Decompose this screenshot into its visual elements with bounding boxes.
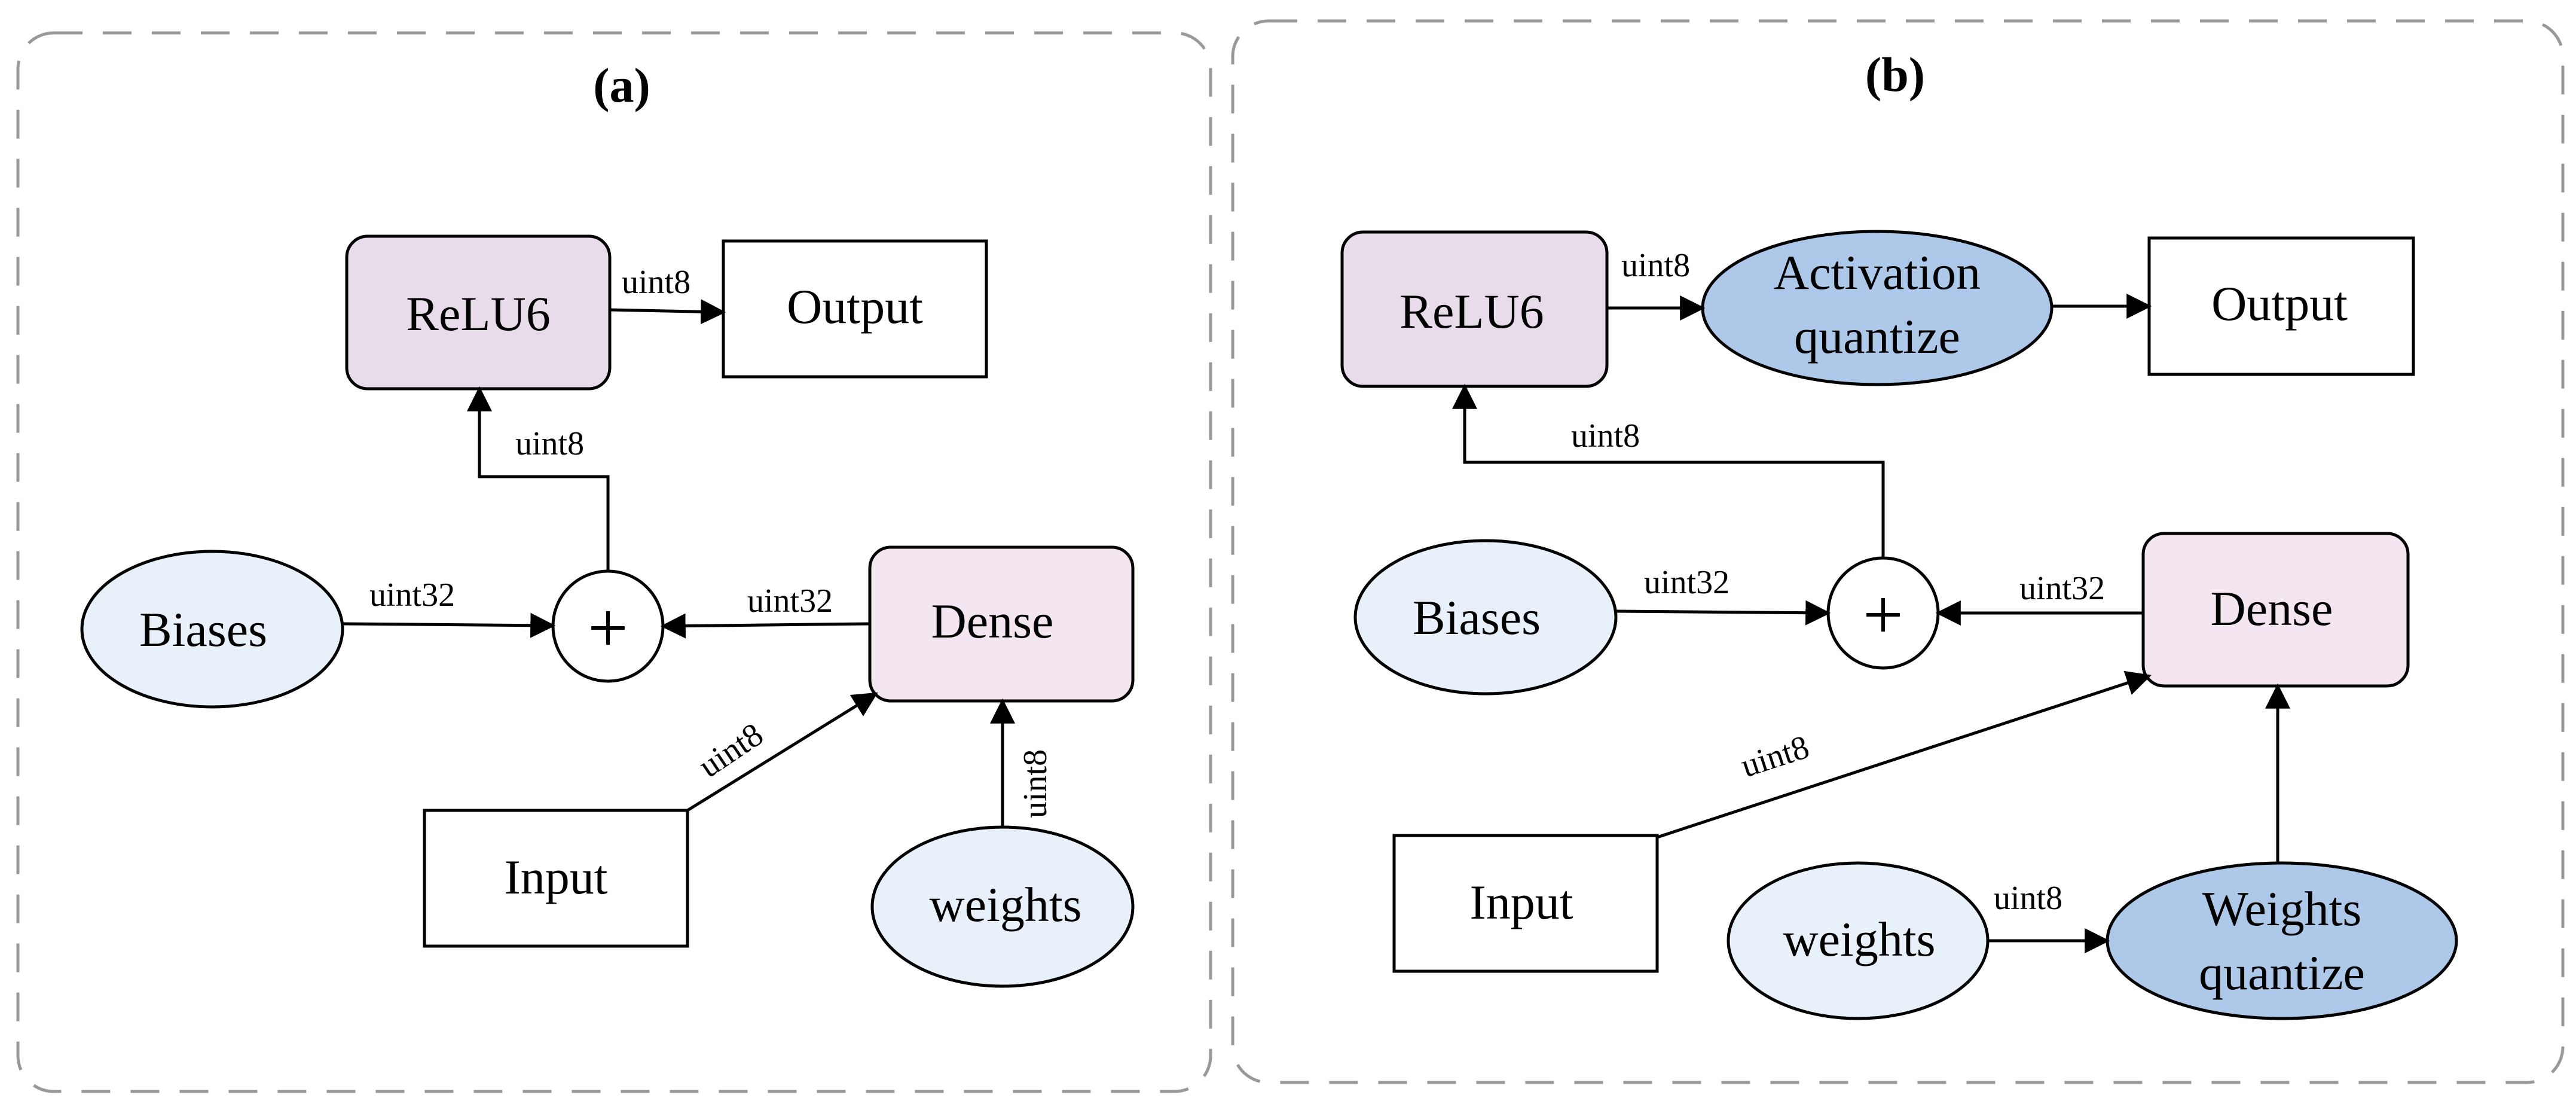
edge-label-weights-to-weights-quantize: uint8 [1994,880,2062,917]
activation-quantize-label-line2: quantize [1794,309,1960,364]
activation-quantize-label-line1: Activation [1774,245,1981,300]
edge-label-input-to-dense: uint8 [692,716,770,785]
edge-label-weights-to-dense: uint8 [1017,749,1054,818]
edge-label-sum-to-relu: uint8 [515,425,584,462]
panel-a-label: (a) [593,58,650,112]
relu-label: ReLU6 [1399,284,1544,339]
edge-label-biases-to-sum: uint32 [369,577,455,614]
weights-quantize-label-line1: Weights [2202,882,2362,936]
edge-input-to-dense [686,692,878,812]
edge-input-to-dense [1657,670,2152,839]
edge-label-dense-to-sum: uint32 [2019,570,2105,607]
sum-symbol: + [1863,575,1903,654]
output-label: Output [787,279,923,334]
biases-label: Biases [139,602,267,657]
biases-node [80,550,344,709]
input-node [423,809,689,948]
edge-relu-to-output [609,299,726,325]
edge-label-input-to-dense: uint8 [1737,728,1814,785]
panel-a-frame [16,31,1212,1093]
edge-dense-to-sum [660,613,870,639]
panel-a: (a) ReLU6 Output Biases + Dense Input we… [16,31,1212,1093]
input-node [1392,834,1659,973]
edge-label-dense-to-sum: uint32 [747,583,833,620]
edge-label-relu-to-activation-quantize: uint8 [1621,247,1690,284]
output-node [722,239,988,379]
edge-sum-to-relu [1452,383,1885,558]
edge-label-sum-to-relu: uint8 [1571,417,1640,455]
biases-node [1353,539,1618,696]
edge-label-relu-to-output: uint8 [622,264,690,301]
biases-label: Biases [1413,590,1541,645]
edge-sum-to-relu [467,386,610,571]
relu-label: ReLU6 [406,286,550,341]
sum-symbol: + [588,588,628,667]
weights-label: weights [1783,912,1935,966]
dense-label: Dense [2211,581,2333,636]
input-label: Input [504,850,607,904]
output-label: Output [2211,276,2348,331]
edge-biases-to-sum [1615,600,1831,626]
weights-label: weights [929,877,1081,932]
output-node [2147,236,2415,376]
panel-b: (b) ReLU6 Activation quantize Output Bia… [1231,19,2565,1084]
weights-quantize-label-line2: quantize [2199,946,2365,1000]
edge-biases-to-sum [342,612,556,638]
dense-label: Dense [931,594,1054,648]
edge-label-biases-to-sum: uint32 [1644,564,1729,601]
input-label: Input [1469,875,1573,929]
panel-b-frame [1231,19,2565,1084]
panel-b-label: (b) [1865,47,1925,102]
